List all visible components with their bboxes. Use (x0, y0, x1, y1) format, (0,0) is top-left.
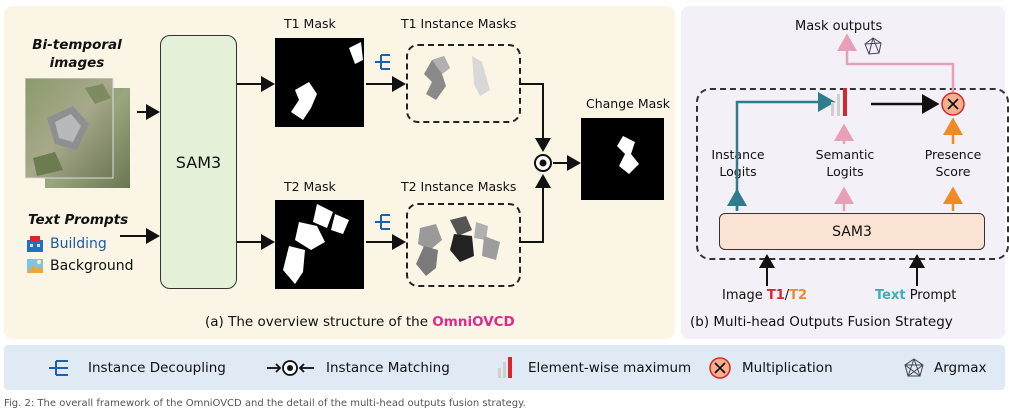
prompt-word: Prompt (905, 288, 957, 303)
building-icon (27, 236, 43, 252)
t2-mask (275, 200, 364, 289)
t2-text: T2 (789, 288, 808, 303)
prompt-background: Background (50, 258, 134, 274)
legend-element-max: Element-wise maximum (528, 360, 692, 376)
panel-b-background (681, 6, 1005, 339)
legend-multiplication: Multiplication (742, 360, 833, 376)
t2-mask-label: T2 Mask (284, 179, 336, 194)
presence-score-label: Presence Score (924, 147, 982, 179)
fusion-box (696, 88, 1009, 260)
t2-instance-masks-label: T2 Instance Masks (401, 179, 517, 194)
decoupling-icon (49, 360, 68, 376)
t1-instance-masks-label: T1 Instance Masks (401, 16, 517, 31)
panel-b-arrows (727, 33, 965, 286)
legend-instance-decoupling: Instance Decoupling (88, 360, 226, 376)
t1-mask (275, 38, 364, 127)
semantic-logits-label: Semantic Logits (815, 147, 875, 179)
slash-text: / (784, 288, 790, 303)
argmax-icon (904, 358, 924, 377)
sam3-block-a: SAM3 (160, 35, 237, 289)
landscape-icon (27, 259, 43, 273)
t1-instance-masks (424, 56, 490, 100)
legend-argmax: Argmax (934, 360, 987, 376)
aerial-images (25, 78, 130, 188)
element-max-icon (498, 357, 512, 378)
change-mask (581, 118, 664, 200)
t2-instance-masks (416, 216, 500, 276)
figure-caption: Fig. 2: The overall framework of the Omn… (4, 398, 526, 409)
text-prompts-title: Text Prompts (28, 212, 129, 228)
t1-text: T1 (766, 288, 785, 303)
text-prompt-input-label: Text Prompt (875, 288, 956, 303)
text-word: Text (875, 288, 906, 303)
caption-b: (b) Multi-head Outputs Fusion Strategy (690, 314, 953, 330)
caption-a-name: OmniOVCD (432, 314, 515, 330)
caption-a-prefix: (a) The overview structure of the (205, 314, 433, 330)
t1-mask-label: T1 Mask (284, 16, 336, 31)
sam3-b-label: SAM3 (832, 223, 872, 240)
sam3-label: SAM3 (175, 152, 222, 172)
prompt-building: Building (50, 236, 107, 252)
multiplication-icon (709, 357, 731, 379)
change-mask-label: Change Mask (586, 96, 671, 111)
bi-temporal-images-title: Bi-temporal images (32, 37, 122, 71)
mask-outputs-label: Mask outputs (795, 19, 883, 34)
image-prefix: Image (722, 288, 767, 303)
sam3-block-b: SAM3 (719, 213, 985, 250)
legend-instance-matching: Instance Matching (326, 360, 450, 376)
image-input-label: Image T1/T2 (722, 288, 807, 303)
caption-a: (a) The overview structure of the OmniOV… (205, 314, 515, 330)
t2-instance-masks-box (406, 203, 521, 287)
matching-icon (267, 360, 314, 376)
panel-a-arrows (120, 54, 581, 250)
